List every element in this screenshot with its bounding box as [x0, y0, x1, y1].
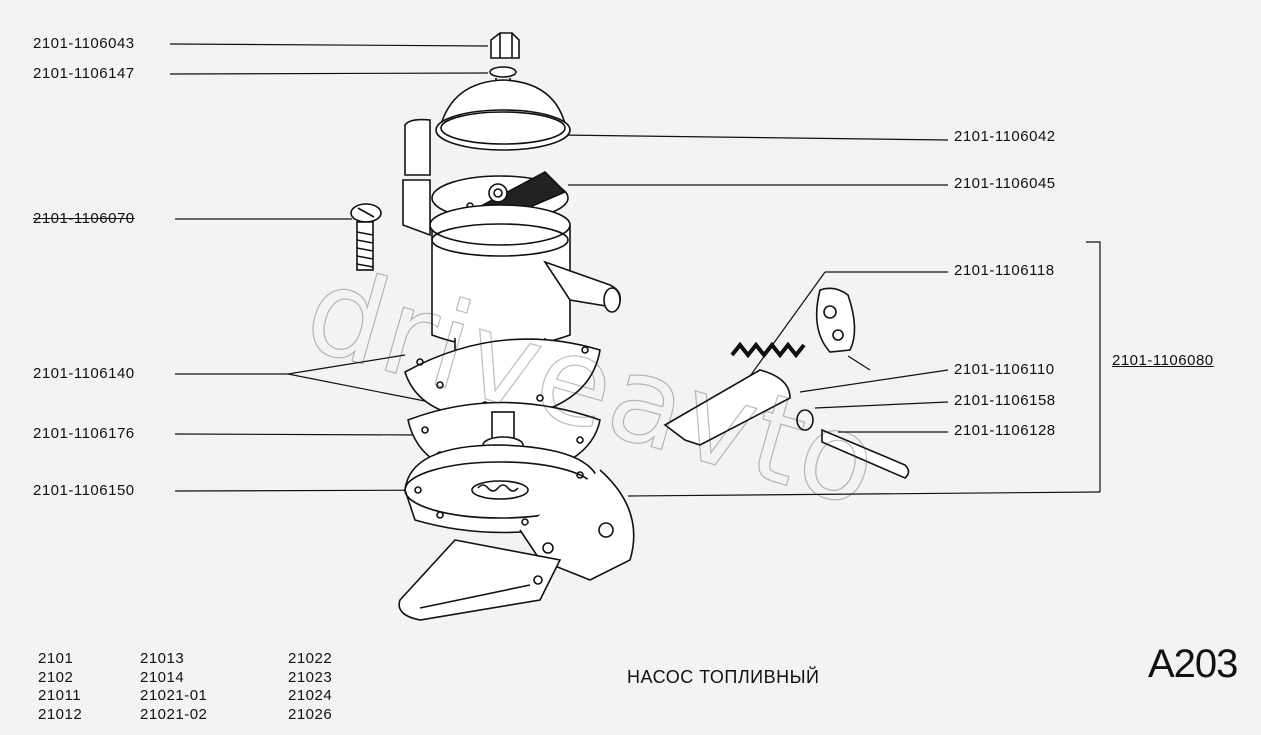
drive-rod-bracket	[663, 287, 910, 479]
part-label-1106158: 2101-1106158	[954, 392, 1056, 409]
model-code: 21024	[288, 687, 333, 704]
part-label-1106080: 2101-1106080	[1112, 352, 1214, 369]
diagram-code: А203	[1148, 642, 1238, 686]
model-code: 21011	[38, 687, 82, 704]
spring-part	[730, 341, 806, 359]
part-label-1106043: 2101-1106043	[33, 35, 135, 52]
model-code: 21021-02	[140, 705, 208, 723]
model-code: 21021-01	[140, 687, 208, 704]
model-code: 21012	[38, 705, 83, 723]
screw-part	[350, 203, 382, 271]
pump-lever	[398, 539, 562, 621]
diagram-title: НАСОС ТОПЛИВНЫЙ	[627, 667, 820, 687]
model-code: 2101	[38, 650, 74, 667]
cover-dome	[435, 79, 571, 151]
model-column: 21022 21023 21024 21026	[288, 650, 332, 724]
model-code: 2102	[38, 668, 74, 686]
part-label-1106042: 2101-1106042	[954, 128, 1056, 145]
model-code: 21013	[140, 650, 185, 667]
leader-lines	[169, 43, 1101, 497]
model-code: 21026	[288, 705, 333, 723]
part-label-1106110: 2101-1106110	[954, 361, 1055, 378]
part-label-1106140: 2101-1106140	[33, 365, 135, 382]
part-label-1106150: 2101-1106150	[33, 482, 135, 499]
model-column: 21013 21014 21021-01 21021-02	[140, 650, 288, 724]
model-code: 21023	[288, 668, 333, 686]
part-label-1106128: 2101-1106128	[954, 422, 1056, 439]
model-list: 2101 2102 21011 21012 21013 21014 21021-…	[38, 650, 332, 724]
bolt-part	[489, 32, 520, 88]
part-label-1106147: 2101-1106147	[33, 65, 135, 82]
lower-housing	[404, 444, 635, 581]
part-label-1106070: 2101-1106070	[33, 210, 135, 227]
part-label-1106118: 2101-1106118	[954, 262, 1055, 279]
model-column: 2101 2102 21011 21012	[38, 650, 140, 724]
part-label-1106176: 2101-1106176	[33, 425, 135, 442]
model-code: 21022	[288, 650, 333, 667]
model-code: 21014	[140, 668, 185, 686]
part-label-1106045: 2101-1106045	[954, 175, 1056, 192]
